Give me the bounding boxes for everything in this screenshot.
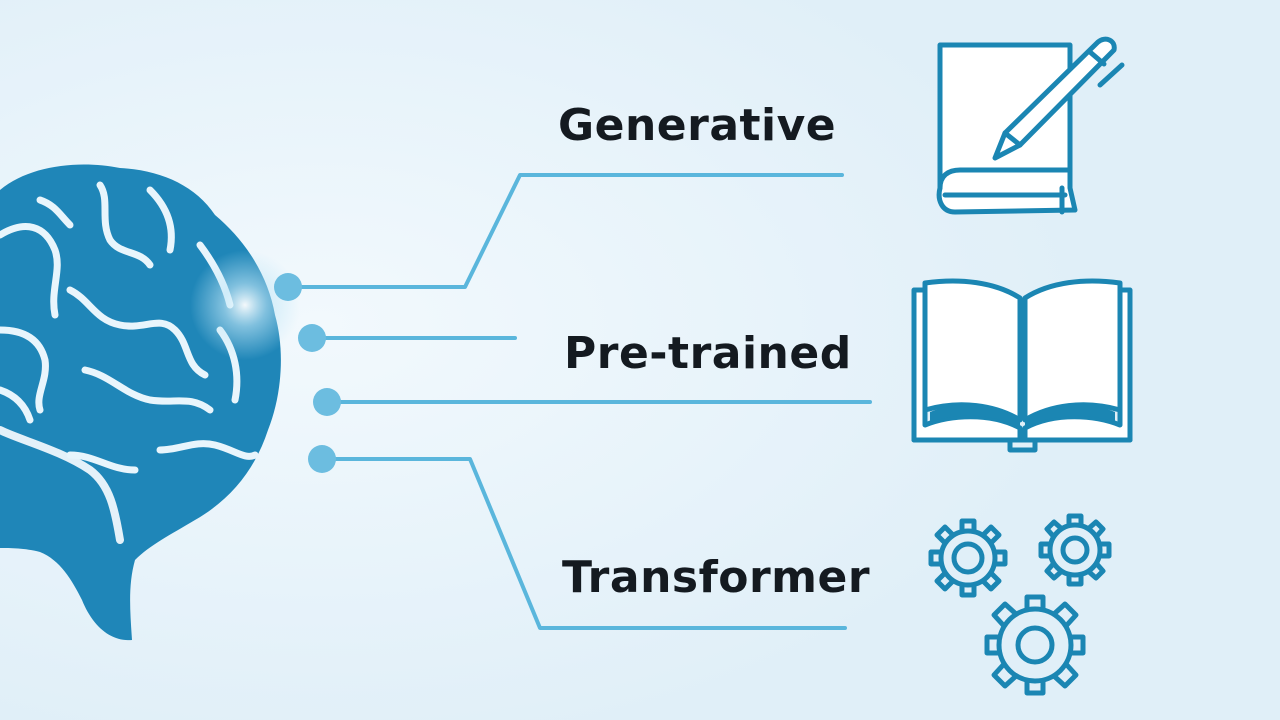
brain-icon	[0, 164, 300, 641]
label-transformer: Transformer	[562, 552, 871, 603]
pen-and-notebook-icon	[936, 36, 1125, 215]
gears-icon	[928, 513, 1112, 696]
open-book-icon	[911, 278, 1133, 453]
connector-dot	[308, 445, 336, 473]
connector-transformer	[320, 457, 847, 630]
connector-dot	[274, 273, 302, 301]
brain-glow	[190, 250, 300, 360]
connector-dot	[298, 324, 326, 352]
label-pretrained: Pre-trained	[564, 328, 852, 379]
connectors	[286, 173, 872, 630]
connector-dots	[274, 273, 341, 473]
connector-dot	[313, 388, 341, 416]
label-generative: Generative	[558, 100, 837, 151]
connector-generative	[286, 173, 844, 289]
